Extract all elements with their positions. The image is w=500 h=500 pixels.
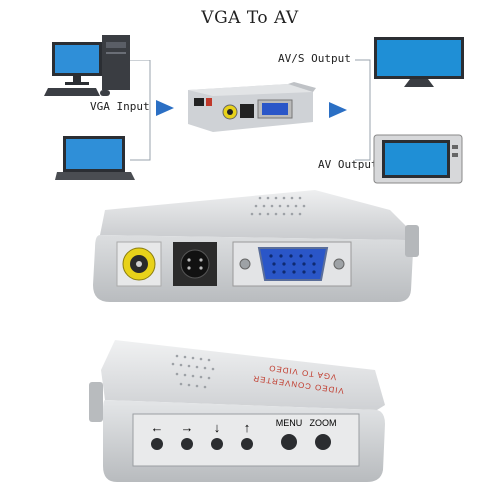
menu-label: MENU	[275, 418, 303, 428]
right-arrow-label: →	[180, 420, 194, 435]
up-arrow-label: ↑	[243, 420, 251, 435]
input-connector-lines	[130, 60, 174, 161]
menu-button[interactable]	[281, 434, 297, 450]
output-connector-lines	[329, 59, 371, 161]
right-button[interactable]	[181, 438, 193, 450]
converter-front-panel	[89, 340, 385, 482]
up-button[interactable]	[241, 438, 253, 450]
left-arrow-label: ←	[150, 420, 164, 435]
av-output-label: AV Output	[318, 158, 378, 171]
crt-tv-icon	[373, 134, 463, 184]
vga-input-label: VGA Input	[90, 100, 150, 113]
down-button[interactable]	[211, 438, 223, 450]
left-button[interactable]	[151, 438, 163, 450]
zoom-label: ZOOM	[309, 418, 337, 428]
desktop-computer-icon	[44, 35, 130, 96]
converter-device-thumbnail	[188, 82, 316, 132]
lcd-tv-icon	[374, 37, 464, 87]
laptop-icon	[55, 136, 135, 180]
diagram-title: VGA To AV	[201, 8, 299, 28]
converter-rear-panel	[93, 190, 419, 302]
zoom-button[interactable]	[315, 434, 331, 450]
avs-output-label: AV/S Output	[278, 52, 351, 65]
front-button-row: ← → ↓ ↑ MENU ZOOM	[143, 418, 383, 458]
down-arrow-label: ↓	[213, 420, 221, 435]
